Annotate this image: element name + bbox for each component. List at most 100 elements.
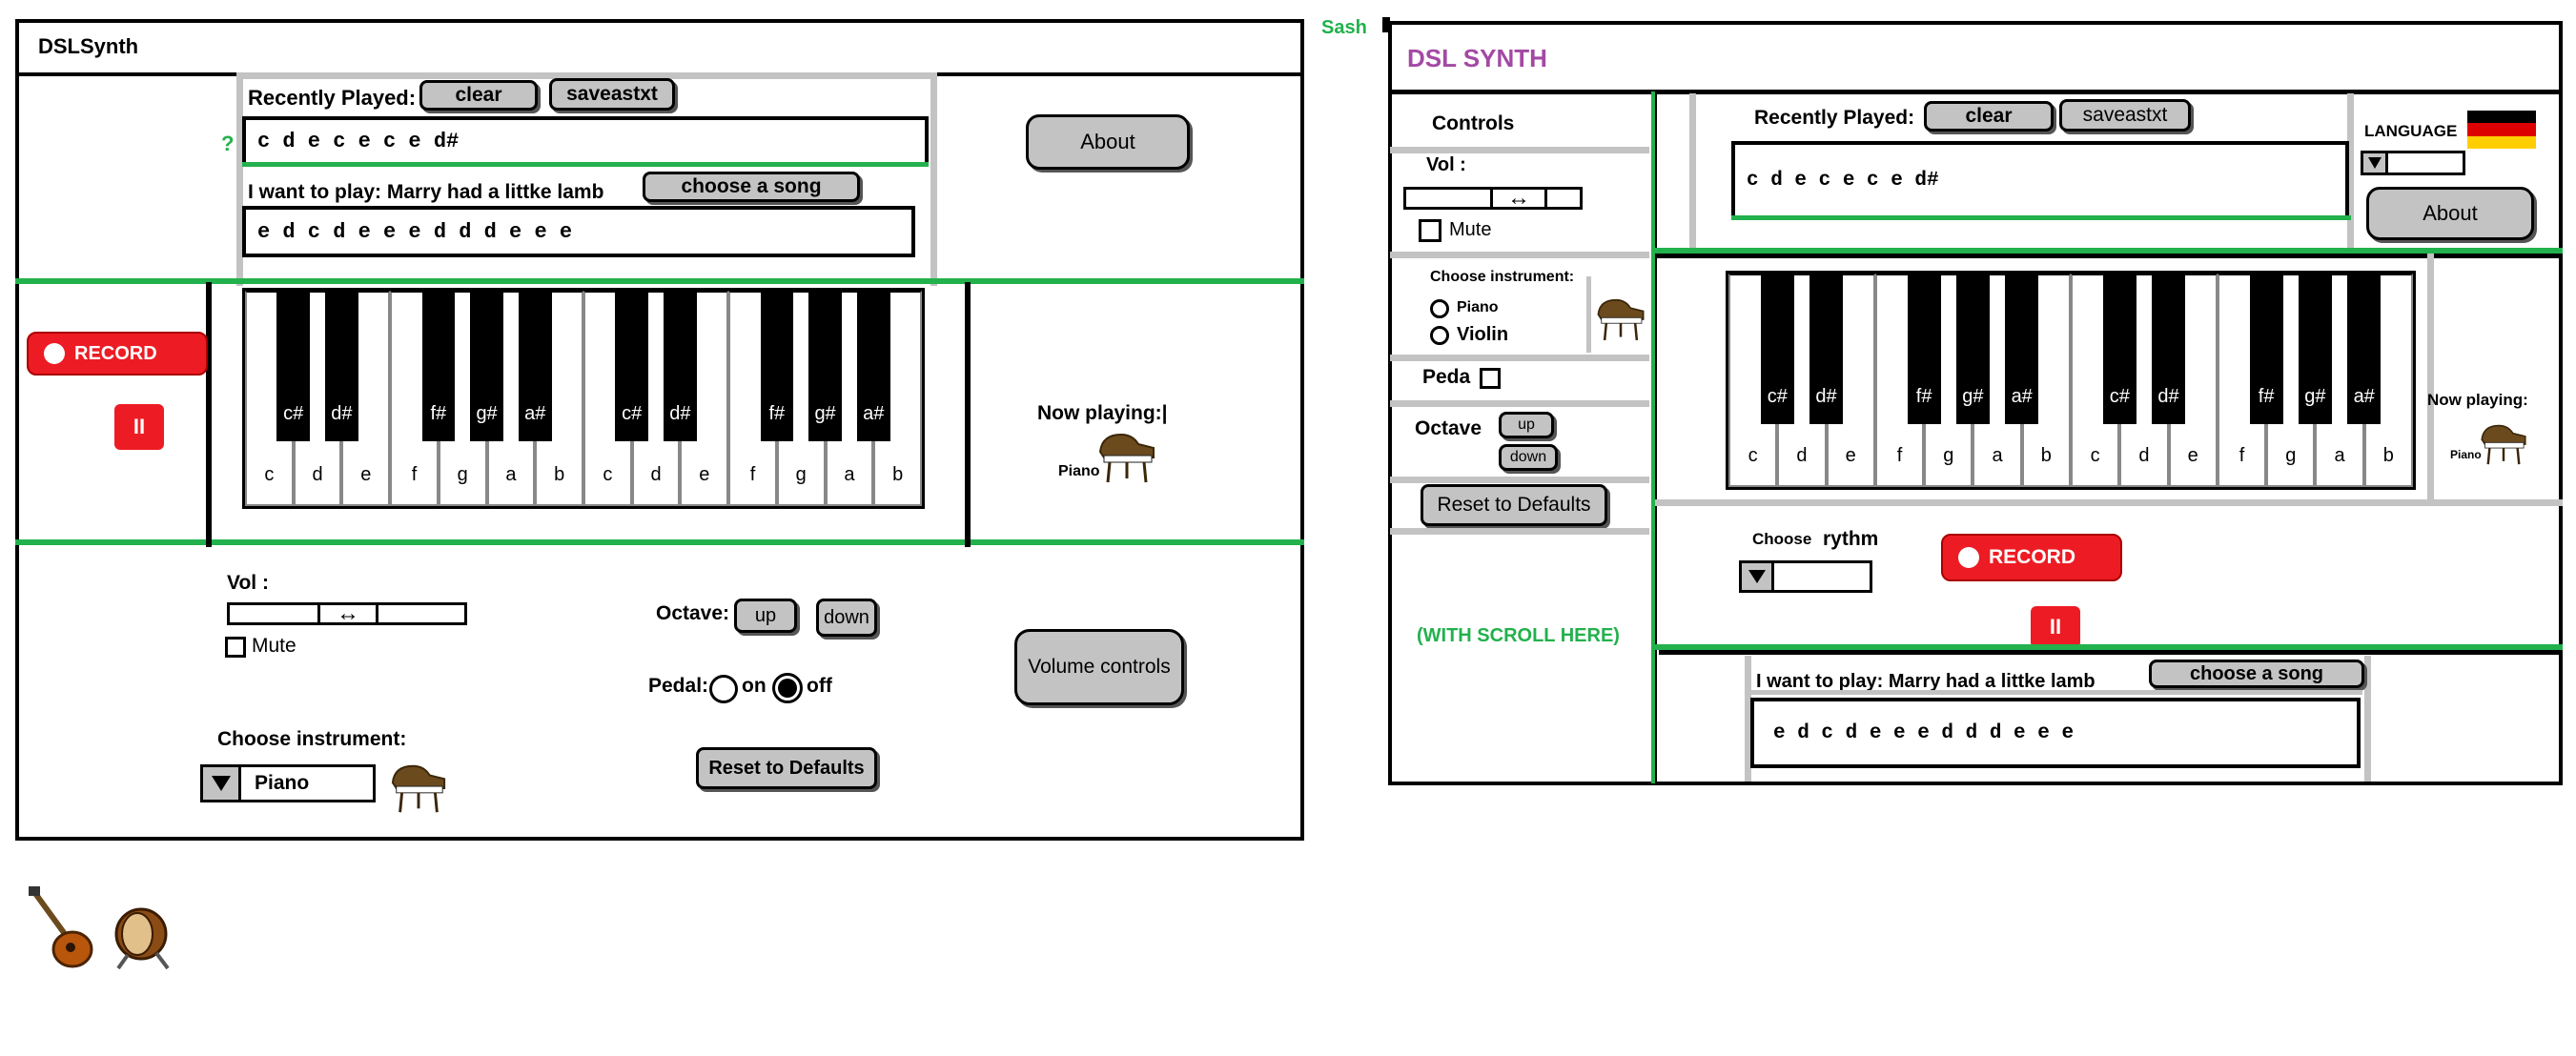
- right-divider: [1388, 90, 2563, 94]
- german-flag-icon[interactable]: [2467, 111, 2536, 149]
- dropdown-arrow-icon[interactable]: [1742, 563, 1774, 590]
- piano-black-key[interactable]: [2102, 274, 2136, 424]
- right-vol-label: Vol :: [1426, 154, 1466, 175]
- piano-key-label: c#: [2109, 386, 2130, 407]
- piano-black-key[interactable]: [1809, 274, 1843, 424]
- piano-black-key[interactable]: [2298, 274, 2332, 424]
- left-clear-button[interactable]: clear: [419, 80, 538, 111]
- left-mute-checkbox[interactable]: [225, 637, 246, 658]
- piano-black-key[interactable]: [857, 291, 890, 441]
- piano-black-key[interactable]: [808, 291, 842, 441]
- slider-thumb-icon[interactable]: ↔: [317, 600, 378, 626]
- right-song-notes-field[interactable]: e d c d e e e d d d e e e: [1750, 698, 2361, 768]
- right-piano-radio[interactable]: [1430, 299, 1449, 318]
- piano-black-key[interactable]: [470, 291, 503, 441]
- right-pedal-checkbox[interactable]: [1480, 368, 1501, 389]
- right-divider: [1390, 252, 1649, 258]
- left-volume-controls-button[interactable]: Volume controls: [1014, 629, 1184, 705]
- piano-black-key[interactable]: [1955, 274, 1990, 424]
- piano-black-key[interactable]: [2005, 274, 2039, 424]
- grand-piano-icon: [2481, 424, 2526, 465]
- left-question-mark: ?: [221, 132, 235, 155]
- left-recently-played-field[interactable]: c d e c e c e d#: [242, 116, 929, 166]
- left-reset-button[interactable]: Reset to Defaults: [696, 747, 877, 789]
- right-app-title: DSL SYNTH: [1407, 44, 1547, 72]
- left-instrument-dropdown[interactable]: Piano: [200, 764, 376, 802]
- right-now-playing-label: Now playing:: [2427, 391, 2528, 409]
- left-divider: [930, 76, 937, 286]
- right-volume-slider[interactable]: ↔: [1403, 185, 1583, 211]
- left-volume-slider[interactable]: ↔: [227, 600, 467, 626]
- piano-key-label: g: [457, 464, 468, 485]
- right-language-dropdown[interactable]: [2361, 151, 2465, 175]
- piano-black-key[interactable]: [1907, 274, 1941, 424]
- piano-key-label: c#: [283, 403, 304, 424]
- grand-piano-icon: [1597, 298, 1645, 341]
- left-song-notes-field[interactable]: e d c d e e e d d d e e e: [242, 206, 915, 257]
- piano-black-key[interactable]: [664, 291, 697, 441]
- piano-black-key[interactable]: [325, 291, 358, 441]
- piano-black-key[interactable]: [760, 291, 794, 441]
- piano-black-key[interactable]: [421, 291, 456, 441]
- dropdown-arrow-icon[interactable]: [2363, 153, 2388, 173]
- right-record-button[interactable]: RECORD: [1941, 534, 2122, 581]
- left-octave-down-button[interactable]: down: [816, 599, 877, 637]
- left-choose-song-button[interactable]: choose a song: [643, 172, 860, 202]
- piano-key-label: b: [892, 464, 904, 485]
- left-record-button[interactable]: RECORD: [27, 332, 208, 376]
- right-octave-up-button[interactable]: up: [1499, 412, 1554, 438]
- left-instrument-value: Piano: [255, 772, 310, 794]
- piano-key-label: e: [360, 464, 372, 485]
- piano-key-label: c: [1748, 445, 1758, 466]
- right-pause-button[interactable]: II: [2031, 606, 2080, 648]
- piano-key-label: d: [1796, 445, 1808, 466]
- piano-key-label: d#: [669, 403, 691, 424]
- piano-key-label: b: [554, 464, 565, 485]
- right-about-button[interactable]: About: [2366, 187, 2534, 240]
- right-octave-down-button[interactable]: down: [1499, 444, 1558, 471]
- left-pedal-on-radio[interactable]: [709, 675, 738, 703]
- right-rythm-dropdown[interactable]: [1739, 560, 1872, 593]
- right-want-to-play-label: I want to play: Marry had a littke lamb: [1756, 671, 2096, 692]
- left-recently-played-label: Recently Played:: [248, 86, 417, 110]
- author-label: Sash: [1321, 17, 1367, 38]
- right-divider: [1651, 91, 1655, 783]
- right-divider: [1745, 656, 1751, 782]
- right-mute-checkbox[interactable]: [1419, 219, 1441, 242]
- left-want-to-play-label: I want to play: Marry had a littke lamb: [248, 181, 604, 203]
- right-violin-radio[interactable]: [1430, 326, 1449, 345]
- right-clear-button[interactable]: clear: [1924, 101, 2054, 132]
- piano-black-key[interactable]: [519, 291, 552, 441]
- left-record-label: RECORD: [74, 342, 157, 364]
- piano-key-label: a#: [2353, 386, 2375, 407]
- left-octave-label: Octave:: [656, 602, 730, 624]
- left-about-button[interactable]: About: [1026, 114, 1190, 170]
- piano-black-key[interactable]: [276, 291, 310, 441]
- right-divider: [2427, 254, 2434, 503]
- piano-black-key[interactable]: [2249, 274, 2283, 424]
- left-saveastxt-button[interactable]: saveastxt: [549, 78, 675, 111]
- right-recently-played-field[interactable]: c d e c e c e d#: [1731, 141, 2349, 219]
- left-pedal-off-radio[interactable]: [772, 673, 803, 703]
- left-divider: [236, 72, 937, 79]
- slider-thumb-icon[interactable]: ↔: [1490, 185, 1547, 211]
- right-reset-button[interactable]: Reset to Defaults: [1421, 484, 1607, 526]
- piano-key-label: c#: [1767, 386, 1788, 407]
- left-octave-up-button[interactable]: up: [734, 599, 797, 633]
- right-choose-song-button[interactable]: choose a song: [2149, 660, 2364, 688]
- right-divider: [1655, 254, 2563, 258]
- piano-black-key[interactable]: [2347, 274, 2382, 424]
- piano-black-key[interactable]: [2152, 274, 2185, 424]
- piano-black-key[interactable]: [615, 291, 648, 441]
- piano-black-key[interactable]: [1760, 274, 1794, 424]
- dropdown-arrow-icon[interactable]: [203, 767, 241, 800]
- right-saveastxt-button[interactable]: saveastxt: [2059, 99, 2191, 132]
- right-title-tab: [1382, 17, 1390, 32]
- piano-key-label: g#: [814, 403, 836, 424]
- left-pause-button[interactable]: II: [114, 404, 164, 450]
- right-record-label: RECORD: [1989, 546, 2076, 568]
- guitar-icon: [29, 886, 93, 968]
